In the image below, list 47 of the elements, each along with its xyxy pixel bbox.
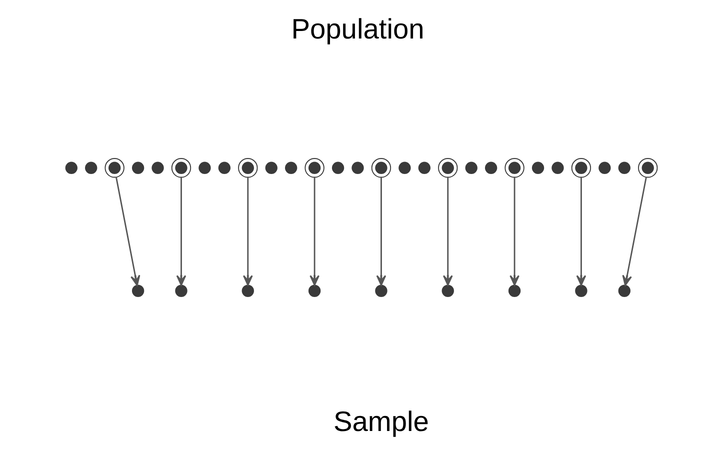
- node-circle: [198, 162, 210, 174]
- node-circle: [308, 284, 320, 297]
- node-circle: [374, 284, 387, 297]
- node-circle: [351, 162, 364, 174]
- arrow: [115, 177, 140, 286]
- node-circle: [418, 162, 430, 174]
- node-circle: [64, 162, 77, 174]
- arrow: [376, 178, 386, 286]
- node-ring: [370, 158, 391, 178]
- node-circle: [174, 284, 187, 297]
- node-circle: [218, 162, 230, 174]
- arrow: [309, 178, 319, 286]
- node-circle: [151, 162, 164, 174]
- node-circle: [508, 284, 520, 297]
- node-circle: [331, 162, 344, 174]
- arrow: [622, 177, 646, 286]
- node-ring: [438, 158, 458, 178]
- label: Population: [290, 13, 424, 44]
- arrow: [442, 178, 452, 286]
- arrow: [576, 178, 586, 286]
- node-circle: [131, 162, 144, 174]
- label: Sample: [332, 406, 428, 437]
- node-circle: [241, 284, 254, 297]
- node-circle: [618, 162, 630, 174]
- node-circle: [531, 162, 544, 174]
- node-circle: [131, 284, 144, 297]
- node-circle: [84, 162, 97, 174]
- node-circle: [264, 162, 277, 174]
- node-circle: [464, 162, 477, 174]
- node-ring: [504, 158, 524, 178]
- arrow: [176, 178, 186, 286]
- node-ring: [238, 158, 258, 178]
- node-circle: [284, 162, 297, 174]
- node-circle: [598, 162, 610, 174]
- node-circle: [441, 284, 454, 297]
- node-ring: [570, 158, 591, 178]
- node-ring: [638, 158, 658, 178]
- node-ring: [304, 158, 324, 178]
- node-circle: [484, 162, 497, 174]
- node-circle: [398, 162, 410, 174]
- arrow: [509, 178, 519, 286]
- node-ring: [104, 158, 124, 178]
- arrow: [242, 178, 252, 286]
- node-circle: [618, 284, 630, 297]
- node-circle: [551, 162, 564, 174]
- node-ring: [170, 158, 191, 178]
- node-circle: [574, 284, 587, 297]
